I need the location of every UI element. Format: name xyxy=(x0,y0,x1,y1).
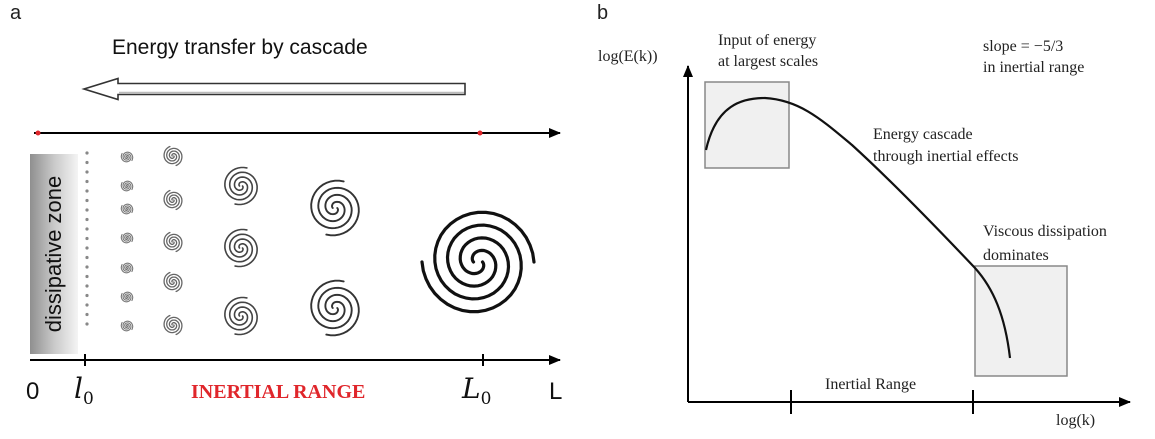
eddy xyxy=(224,228,258,268)
dissipation-dot xyxy=(85,255,89,260)
panel-b-letter: b xyxy=(597,2,609,24)
cascade-arrow xyxy=(81,77,466,101)
L0-subscript: 0 xyxy=(480,389,492,409)
energy-transfer-label: Energy transfer by cascade xyxy=(112,36,368,59)
dissipative-zone xyxy=(30,154,78,354)
eddy xyxy=(163,145,183,167)
eddy xyxy=(420,210,536,314)
l0-label: l0 xyxy=(74,372,94,409)
eddy xyxy=(120,291,134,303)
dissipation-dot xyxy=(85,198,89,203)
slope-line-2: in inertial range xyxy=(983,59,1085,76)
input-energy-note: Input of energy at largest scales xyxy=(718,30,818,72)
dissipation-dot xyxy=(85,227,89,231)
input-line-2: at largest scales xyxy=(718,53,819,70)
slope-line-1: slope = −5/3 xyxy=(983,38,1064,55)
eddy xyxy=(310,279,360,337)
dissipation-dot xyxy=(85,160,89,165)
cascade-note: Energy cascade through inertial effects xyxy=(873,124,1018,168)
eddy xyxy=(120,232,134,244)
dissipation-dot xyxy=(85,179,89,184)
cascade-line-1: Energy cascade xyxy=(873,126,973,143)
eddy xyxy=(120,262,134,274)
top-scale-axis xyxy=(34,128,561,138)
eddy xyxy=(120,180,134,192)
panel-a-letter: a xyxy=(10,2,22,24)
slope-note: slope = −5/3 in inertial range xyxy=(983,36,1084,78)
dissipation-dot xyxy=(85,265,89,269)
bottom-scale-axis xyxy=(30,354,561,366)
inertial-range-axis-label: Inertial Range xyxy=(825,376,917,393)
L0-symbol: L xyxy=(462,372,481,405)
eddies xyxy=(120,145,536,337)
input-line-1: Input of energy xyxy=(718,32,817,49)
eddy xyxy=(163,271,183,293)
eddy xyxy=(120,151,134,163)
eddy xyxy=(163,231,183,253)
eddy xyxy=(224,296,258,336)
input-energy-box xyxy=(704,81,790,169)
dissipation-dot xyxy=(85,303,89,307)
energy-spectrum-curve xyxy=(704,96,1012,359)
dissipation-dot xyxy=(85,236,89,241)
eddy xyxy=(310,179,360,237)
dissipation-dot xyxy=(85,312,89,317)
eddy xyxy=(163,314,183,336)
eddy xyxy=(224,166,258,206)
dissipation-dot xyxy=(85,293,89,298)
spectrum-axes xyxy=(683,65,1131,414)
inertial-range-label: INERTIAL RANGE xyxy=(191,381,366,403)
dissipation-dots xyxy=(85,151,89,326)
dissipation-dot xyxy=(85,284,89,288)
eddy xyxy=(163,189,183,211)
l0-symbol: l xyxy=(74,372,83,405)
axis-end-label: L xyxy=(549,378,563,405)
dissipation-dot xyxy=(85,170,89,174)
dissipation-dot xyxy=(85,246,89,250)
viscous-note: Viscous dissipation dominates xyxy=(983,220,1107,268)
dissipation-dot xyxy=(85,217,89,222)
dissipation-dot xyxy=(85,322,89,326)
viscous-dissipation-box xyxy=(974,265,1068,377)
viscous-line-2: dominates xyxy=(983,247,1049,264)
eddy xyxy=(120,203,134,215)
dissipation-dot xyxy=(85,189,89,193)
dissipation-dot xyxy=(85,151,89,155)
viscous-line-1: Viscous dissipation xyxy=(983,223,1107,240)
axis-zero-label: 0 xyxy=(26,378,40,405)
dissipation-dot xyxy=(85,274,89,279)
eddy xyxy=(120,320,134,332)
y-axis-label: log(E(k)) xyxy=(598,48,658,65)
L0-label: L0 xyxy=(462,372,491,409)
dissipation-dot xyxy=(85,208,89,212)
l0-subscript: 0 xyxy=(82,389,94,409)
x-axis-label: log(k) xyxy=(1056,412,1096,429)
cascade-line-2: through inertial effects xyxy=(873,148,1019,165)
